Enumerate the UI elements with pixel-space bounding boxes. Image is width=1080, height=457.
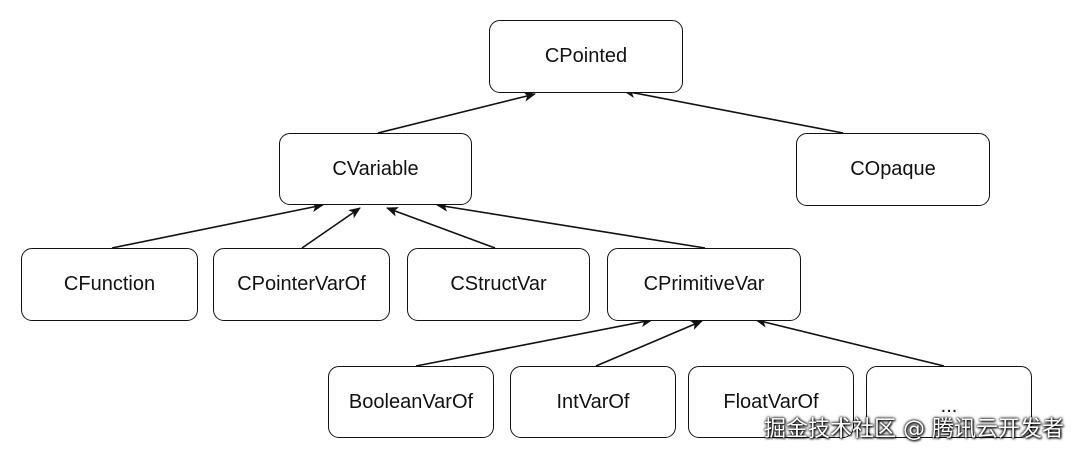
- edge-more-to-cprimitivevar: [755, 317, 945, 367]
- edge-cstructvar-to-cvariable: [386, 207, 496, 249]
- node-cpointervarof: CPointerVarOf: [213, 248, 390, 321]
- node-cstructvar: CStructVar: [407, 248, 590, 321]
- node-booleanvarof: BooleanVarOf: [328, 366, 494, 438]
- edge-cvariable-to-cpointed: [377, 91, 536, 134]
- node-intvarof: IntVarOf: [510, 366, 676, 438]
- edge-cfunction-to-cvariable: [111, 202, 324, 249]
- node-cprimitivevar: CPrimitiveVar: [607, 248, 801, 321]
- edge-booleanvarof-to-cprimitivevar: [415, 317, 653, 367]
- node-cvariable: CVariable: [279, 133, 472, 205]
- node-cfunction: CFunction: [21, 248, 198, 321]
- node-floatvarof: FloatVarOf: [688, 366, 854, 438]
- node-copaque: COpaque: [796, 133, 990, 206]
- edge-cpointervarof-to-cvariable: [301, 207, 361, 249]
- watermark: 掘金技术社区 @ 腾讯云开发者: [764, 417, 1064, 442]
- edge-intvarof-to-cprimitivevar: [595, 320, 703, 367]
- edge-cprimitivevar-to-cvariable: [436, 201, 706, 249]
- edge-copaque-to-cpointed: [623, 88, 844, 134]
- node-cpointed: CPointed: [489, 20, 683, 93]
- node-more: ...: [866, 366, 1032, 438]
